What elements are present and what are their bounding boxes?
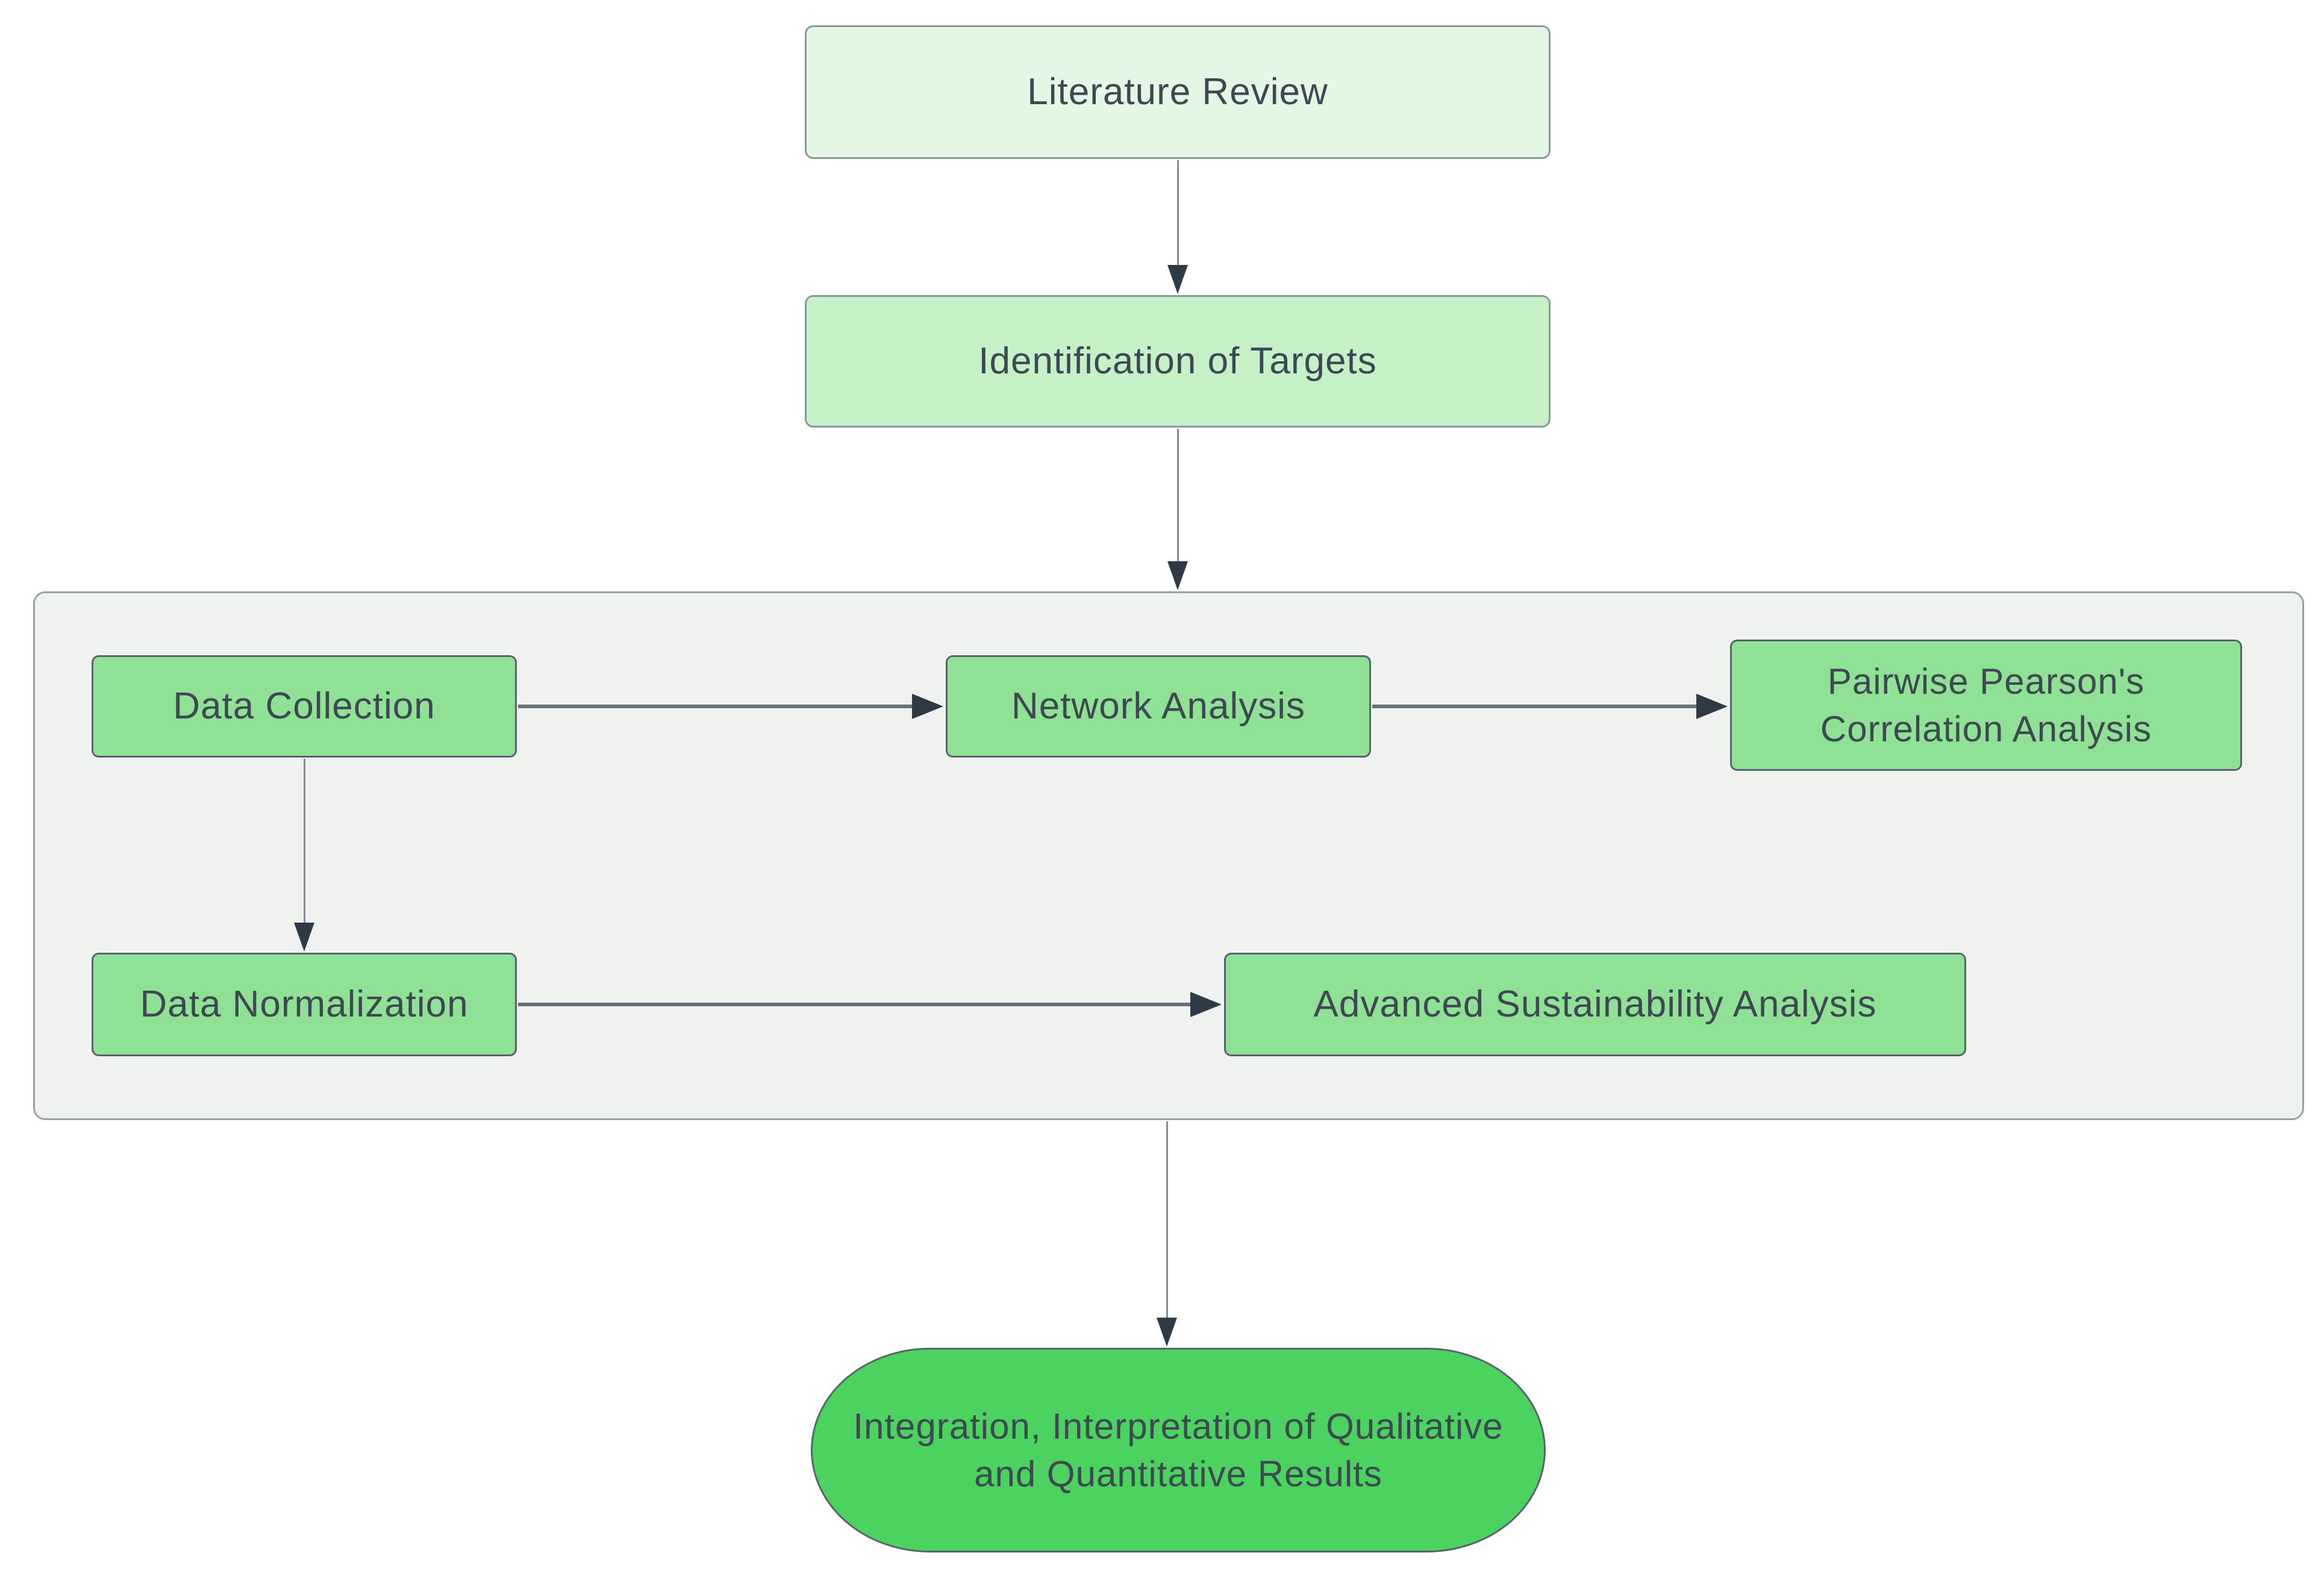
node-identification-of-targets: Identification of Targets [805, 295, 1551, 428]
node-advanced-sustainability-label: Advanced Sustainability Analysis [1313, 983, 1877, 1026]
arrow-line [1372, 705, 1698, 708]
node-data-normalization-label: Data Normalization [140, 983, 469, 1026]
arrow-head [1157, 1318, 1177, 1347]
node-data-collection-label: Data Collection [173, 685, 436, 727]
arrow-head [912, 694, 943, 719]
node-literature-review-label: Literature Review [1027, 71, 1328, 113]
node-identification-of-targets-label: Identification of Targets [978, 340, 1377, 382]
arrow-head [1696, 694, 1728, 719]
node-network-analysis-label: Network Analysis [1011, 685, 1306, 727]
node-pairwise-pearsons-correlation: Pairwise Pearson's Correlation Analysis [1730, 640, 2242, 771]
arrow-line [518, 1003, 1192, 1006]
arrow-line [518, 705, 913, 708]
node-literature-review: Literature Review [805, 25, 1551, 159]
arrow-head [1167, 561, 1188, 590]
arrow-data-collection-to-network-analysis [518, 693, 943, 720]
arrow-identification-to-analysis-group [1166, 429, 1190, 590]
arrow-literature-to-identification [1166, 160, 1190, 294]
arrow-head [1190, 992, 1222, 1017]
node-advanced-sustainability: Advanced Sustainability Analysis [1224, 953, 1966, 1056]
node-integration-interpretation-label: Integration, Interpretation of Qualitati… [853, 1406, 1504, 1494]
arrow-network-analysis-to-pairwise-pearsons [1372, 693, 1728, 720]
arrow-line [1176, 429, 1179, 562]
arrow-analysis-group-to-integration [1155, 1121, 1179, 1347]
arrow-line [1176, 160, 1179, 266]
node-data-collection: Data Collection [92, 655, 517, 758]
node-network-analysis: Network Analysis [946, 655, 1371, 758]
node-integration-interpretation: Integration, Interpretation of Qualitati… [811, 1348, 1546, 1552]
arrow-line [303, 759, 305, 924]
node-data-normalization: Data Normalization [92, 953, 517, 1056]
arrow-head [294, 923, 314, 951]
arrow-data-collection-to-data-normalization [292, 759, 316, 951]
arrow-head [1167, 265, 1188, 294]
arrow-line [1166, 1121, 1168, 1319]
arrow-data-normalization-to-advanced-sustainability [518, 991, 1222, 1018]
node-pairwise-pearsons-correlation-label: Pairwise Pearson's Correlation Analysis [1820, 661, 2152, 749]
